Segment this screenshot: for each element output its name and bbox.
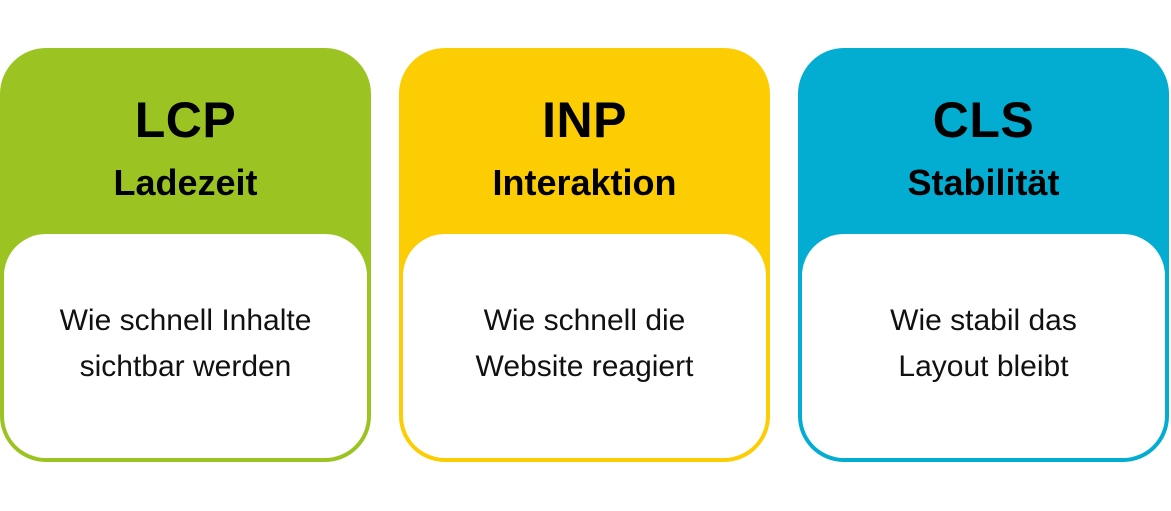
description-line: Wie schnell Inhalte <box>59 304 312 337</box>
card-lcp: LCP Ladezeit Wie schnell Inhalte sichtba… <box>0 48 371 462</box>
card-header: INP Interaktion <box>399 48 770 234</box>
description-line: Website reagiert <box>475 350 694 383</box>
description-line: Wie schnell die <box>483 304 686 337</box>
card-cls: CLS Stabilität Wie stabil das Layout ble… <box>798 48 1169 462</box>
metric-title: Interaktion <box>492 162 677 203</box>
metric-abbreviation: INP <box>542 92 627 148</box>
card-header: CLS Stabilität <box>798 48 1169 234</box>
metric-title: Stabilität <box>907 162 1060 203</box>
metric-abbreviation: CLS <box>932 92 1035 148</box>
metric-description: Wie schnell Inhalte sichtbar werden <box>46 298 326 390</box>
metric-description: Wie stabil das Layout bleibt <box>876 298 1091 390</box>
description-line: Layout bleibt <box>898 350 1069 383</box>
card-body: Wie schnell Inhalte sichtbar werden <box>4 234 367 458</box>
card-body: Wie schnell die Website reagiert <box>403 234 766 458</box>
card-body: Wie stabil das Layout bleibt <box>802 234 1165 458</box>
description-line: sichtbar werden <box>79 350 292 383</box>
card-inp: INP Interaktion Wie schnell die Website … <box>399 48 770 462</box>
card-header: LCP Ladezeit <box>0 48 371 234</box>
metric-abbreviation: LCP <box>134 92 237 148</box>
description-line: Wie stabil das <box>890 304 1077 337</box>
metric-title: Ladezeit <box>113 162 258 203</box>
metric-description: Wie schnell die Website reagiert <box>462 298 708 390</box>
